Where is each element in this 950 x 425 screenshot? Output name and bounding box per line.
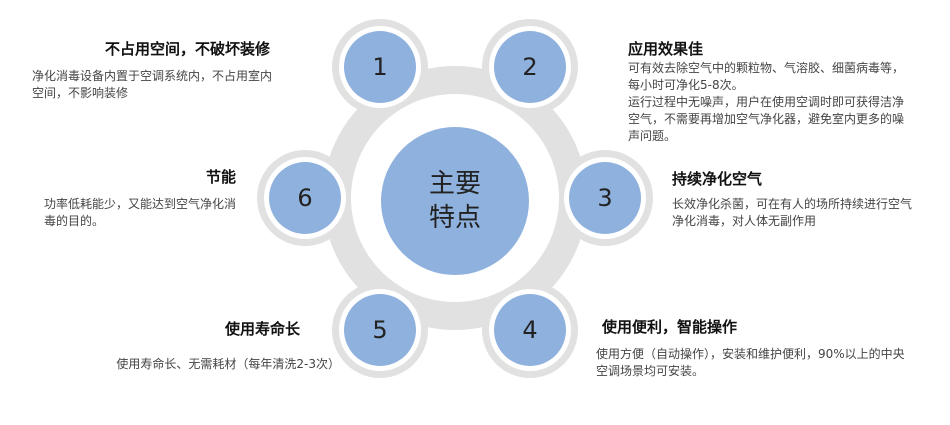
feature-desc-2-p2: 运行过程中无噪声，用户在使用空调时即可获得洁净空气，不需要再增加空气净化器，避免… (628, 95, 905, 143)
feature-node-2: 2 (494, 31, 566, 103)
feature-desc-5: 使用寿命长、无需耗材（每年清洗2-3次） (58, 356, 340, 373)
feature-desc-1: 净化消毒设备内置于空调系统内，不占用室内空间，不影响装修 (32, 68, 276, 102)
feature-desc-4: 使用方便（自动操作），安装和维护便利，90%以上的中央空调场景均可安装。 (596, 346, 912, 380)
feature-number-4: 4 (522, 316, 538, 344)
center-node: 主要 特点 (381, 127, 529, 275)
feature-title-4: 使用便利，智能操作 (602, 318, 738, 336)
feature-desc-5-p1: 使用寿命长、无需耗材（每年清洗2-3次） (116, 357, 340, 371)
feature-number-2: 2 (522, 53, 538, 81)
feature-desc-2: 可有效去除空气中的颗粒物、气溶胶、细菌病毒等，每小时可净化5-8次。 运行过程中… (628, 60, 908, 145)
feature-number-5: 5 (372, 316, 388, 344)
center-label-line1: 主要 (428, 169, 481, 199)
feature-node-6: 6 (269, 162, 341, 234)
feature-title-1: 不占用空间，不破坏装修 (104, 40, 270, 58)
feature-desc-1-p1: 净化消毒设备内置于空调系统内，不占用室内空间，不影响装修 (32, 69, 273, 100)
feature-title-3: 持续净化空气 (672, 170, 763, 188)
feature-number-6: 6 (297, 184, 313, 212)
feature-node-5: 5 (344, 294, 416, 366)
feature-title-6: 节能 (205, 168, 236, 186)
feature-number-1: 1 (372, 53, 388, 81)
feature-node-4: 4 (494, 294, 566, 366)
center-label-line2: 特点 (428, 203, 481, 233)
feature-desc-6-p1: 功率低耗能少，又能达到空气净化消毒的目的。 (44, 197, 237, 228)
feature-desc-3-p1: 长效净化杀菌，可在有人的场所持续进行空气净化消毒，对人体无副作用 (672, 197, 913, 228)
feature-desc-2-p1: 可有效去除空气中的颗粒物、气溶胶、细菌病毒等，每小时可净化5-8次。 (628, 61, 905, 92)
feature-title-5: 使用寿命长 (224, 320, 300, 338)
feature-desc-6: 功率低耗能少，又能达到空气净化消毒的目的。 (44, 196, 240, 230)
feature-desc-3: 长效净化杀菌，可在有人的场所持续进行空气净化消毒，对人体无副作用 (672, 196, 914, 230)
feature-number-3: 3 (597, 184, 613, 212)
feature-title-2: 应用效果佳 (628, 40, 704, 58)
feature-node-1: 1 (344, 31, 416, 103)
feature-node-3: 3 (569, 162, 641, 234)
feature-desc-4-p1: 使用方便（自动操作），安装和维护便利，90%以上的中央空调场景均可安装。 (596, 347, 905, 378)
